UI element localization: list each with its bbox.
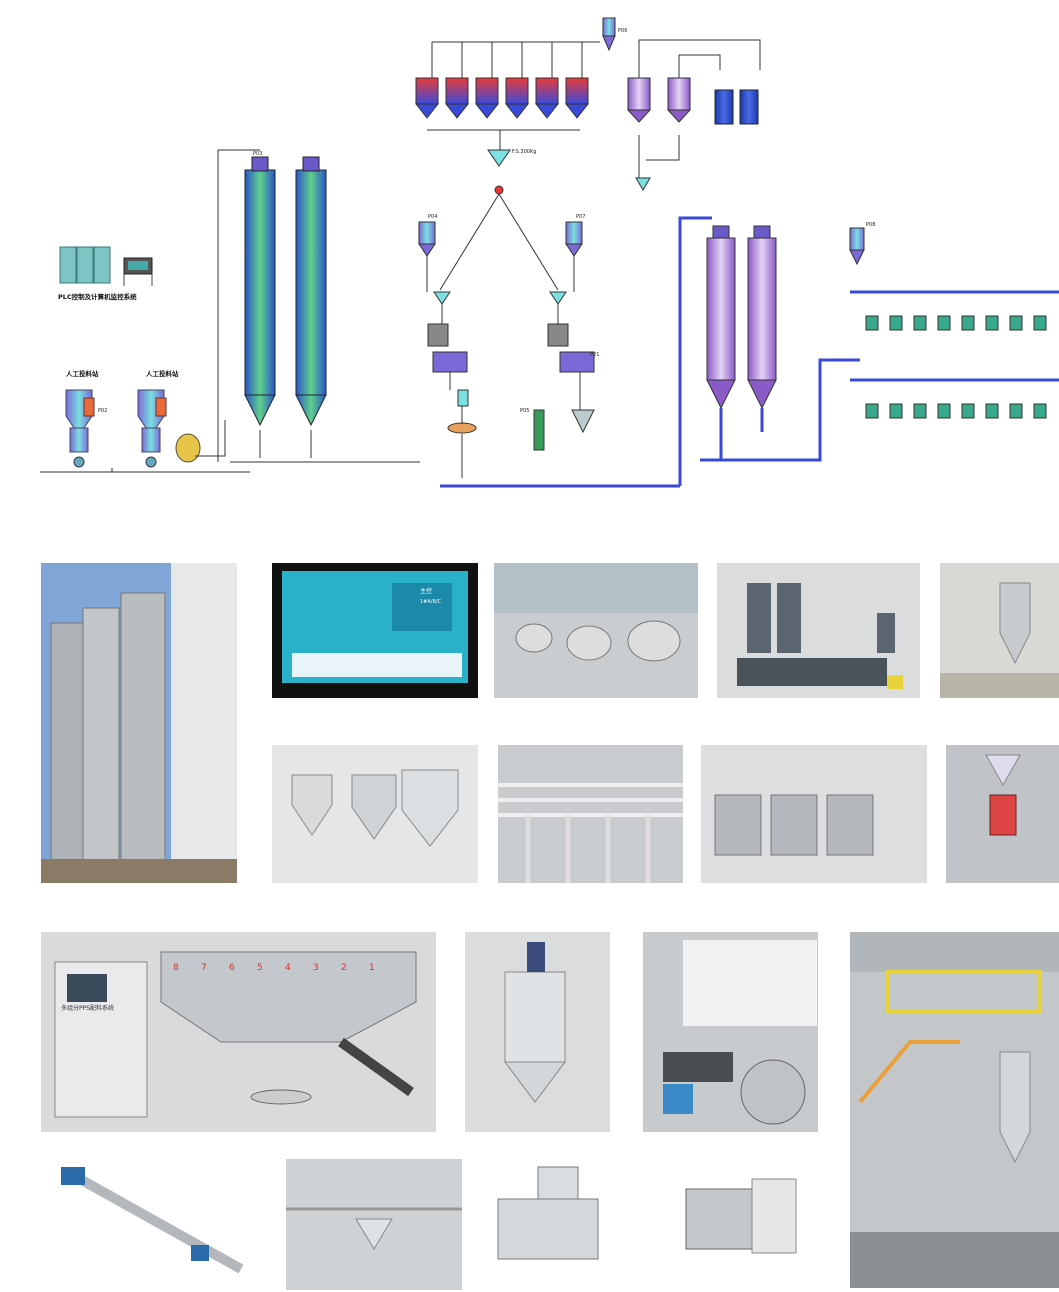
photo-sieve-row (494, 563, 698, 698)
purple-tall-silo-2 (747, 225, 777, 410)
purple-silos-small (626, 39, 761, 191)
weigh-hopper (487, 149, 511, 167)
hmi-label: 主控 (420, 587, 432, 595)
photo-multi-feeder-station: 多组分PPS配料系统 8 7 6 5 4 3 2 1 (41, 932, 436, 1132)
tag-p05: P05 (520, 408, 529, 414)
process-train-left (418, 221, 477, 478)
tag-p06: P06 (618, 28, 627, 34)
photo-indoor-piping (286, 1159, 462, 1290)
photo-mixer (478, 1159, 621, 1290)
right-cyclone (849, 227, 865, 266)
feeder-number-8: 8 (173, 963, 179, 973)
manual-station-1-label: 人工投料站 (66, 369, 99, 378)
receiver-row-1 (865, 315, 1047, 331)
plc-cabinets (59, 246, 153, 286)
tag-p03: P03 (253, 151, 262, 157)
receiver-row-2 (865, 403, 1047, 419)
purple-tall-silo-1 (706, 225, 736, 410)
feeder-number-3: 3 (313, 963, 319, 973)
manual-station-1 (65, 389, 95, 468)
red-hopper-row (414, 41, 600, 150)
feeder-panel-text: 多组分PPS配料系统 (61, 1004, 114, 1012)
photo-pressure-vessels (272, 745, 478, 883)
tall-silo-2 (295, 156, 327, 427)
tag-p08: P08 (866, 222, 875, 228)
photo-valve-cabinet (946, 745, 1059, 883)
photo-control-boxes (701, 745, 927, 883)
tall-silo-1 (244, 156, 276, 427)
photo-rotary-valve (656, 1159, 817, 1290)
photo-cyclone-hall (940, 563, 1059, 698)
plc-caption: PLC控制及计算机监控系统 (58, 292, 137, 301)
top-cyclone (602, 17, 616, 52)
photo-dust-collector (465, 932, 610, 1132)
manual-station-2 (137, 389, 167, 468)
tag-p02: P02 (98, 408, 107, 414)
tag-p04: P04 (428, 214, 437, 220)
feeder-number-6: 6 (229, 963, 235, 973)
feeder-number-4: 4 (285, 963, 291, 973)
feeder-number-2: 2 (341, 963, 347, 973)
tag-p21: P21 (590, 352, 599, 358)
feeder-number-7: 7 (201, 963, 207, 973)
photo-blowers (717, 563, 920, 698)
photo-pipe-manifold (498, 745, 683, 883)
manual-station-2-label: 人工投料站 (146, 369, 179, 378)
photo-platform-structure (850, 932, 1059, 1288)
process-flow-diagram: PLC控制及计算机监控系统 人工投料站 P02 人工投料站 P03 (40, 17, 1059, 488)
weigh-label: F.S.300Kg (512, 149, 536, 155)
photo-outdoor-silos (41, 563, 237, 883)
hmi-sub: 1#A/B/C (420, 599, 442, 605)
photo-hmi-screen: 主控 1#A/B/C (272, 563, 478, 698)
feeder-number-5: 5 (257, 963, 263, 973)
process-train-right (533, 221, 595, 451)
photo-screw-conveyor (41, 1159, 259, 1290)
photo-valve-parts (643, 932, 818, 1132)
feeder-number-1: 1 (369, 963, 375, 973)
tag-p07: P07 (576, 214, 585, 220)
